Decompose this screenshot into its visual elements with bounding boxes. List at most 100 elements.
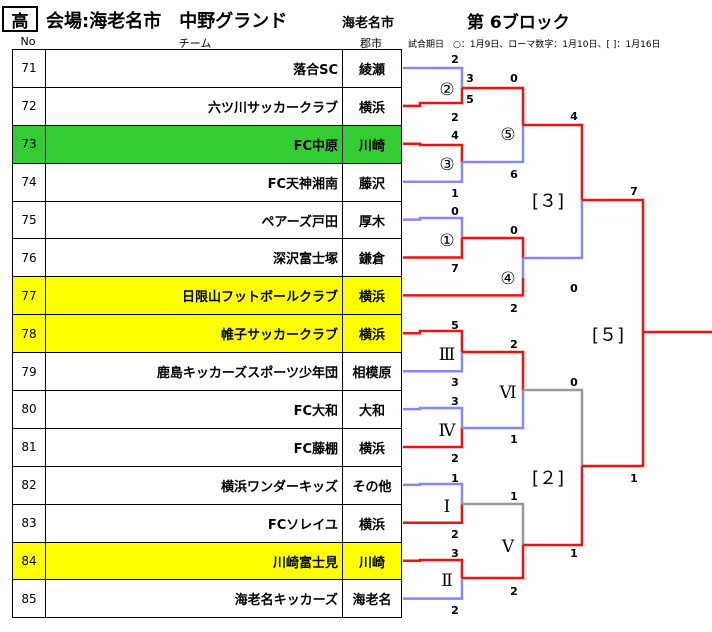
score: 3	[451, 376, 459, 389]
team-city: 横浜	[342, 276, 402, 316]
team-number: 84	[12, 541, 46, 581]
team-name: 川崎富士見	[45, 541, 343, 581]
match-label: ④	[500, 269, 515, 289]
bracket-line	[462, 390, 525, 430]
score: 6	[510, 168, 518, 181]
team-city: 大和	[342, 390, 402, 429]
bracket-line	[582, 198, 645, 332]
bracket-line	[523, 200, 584, 260]
score: 1	[570, 547, 578, 560]
match-label: ③	[439, 155, 454, 175]
bracket-line	[403, 238, 464, 259]
bracket-line	[403, 352, 464, 373]
bracket-line	[462, 545, 525, 580]
team-name: FC天神湘南	[45, 162, 343, 202]
bracket-line	[403, 216, 464, 238]
bracket-line	[403, 142, 464, 162]
team-city: 横浜	[342, 314, 402, 354]
match-label: [５]	[592, 325, 624, 346]
bracket-line	[462, 86, 525, 125]
match-label: Ⅲ	[439, 345, 455, 365]
team-name: 日限山フットボールクラブ	[45, 276, 343, 316]
block-title: 第 6ブロック	[467, 13, 570, 33]
bracket-line	[403, 66, 464, 88]
score: 2	[510, 585, 518, 598]
team-name: 横浜ワンダーキッズ	[45, 465, 343, 505]
score: 7	[630, 185, 638, 198]
bracket-line	[523, 123, 584, 200]
schedule-legend: 試合期日 ○：1月9日、ローマ数字：1月10日、[ ]：1月16日	[408, 40, 661, 50]
bracket-line	[403, 88, 464, 108]
team-city: 横浜	[342, 86, 402, 126]
score: 0	[510, 224, 518, 237]
match-label: Ⅱ	[441, 571, 453, 591]
venue-title: 会場:海老名市 中野グランド	[46, 11, 288, 32]
bracket-line	[462, 350, 525, 390]
host-city: 海老名市	[342, 16, 395, 31]
bracket-line	[462, 125, 525, 164]
bracket-line	[462, 236, 525, 258]
score: 3	[451, 395, 459, 408]
score: 3	[451, 547, 459, 560]
score: 1	[630, 472, 638, 485]
match-label: ⑤	[500, 125, 515, 145]
category-box: 高	[2, 6, 38, 32]
bracket-line	[403, 428, 464, 449]
team-number: 73	[12, 124, 46, 164]
score: 2	[451, 53, 459, 66]
team-city: 川崎	[342, 124, 402, 164]
match-label: ②	[439, 80, 454, 100]
team-number: 72	[12, 86, 46, 126]
col-city-header: 郡市	[360, 37, 382, 50]
team-number: 82	[12, 465, 46, 505]
score: 2	[510, 302, 518, 315]
team-name: ペアーズ戸田	[45, 200, 343, 240]
col-no-header: No	[20, 35, 36, 48]
match-label: ①	[439, 231, 454, 251]
match-label: [２]	[532, 468, 564, 489]
score: 0	[570, 282, 578, 295]
bracket-line	[462, 502, 525, 545]
score: 7	[451, 262, 459, 275]
score: 1	[510, 490, 518, 503]
bracket-line	[582, 332, 645, 468]
bracket-line	[403, 406, 464, 428]
team-city: 厚木	[342, 200, 402, 240]
score: 5	[466, 93, 474, 106]
team-name: 帷子サッカークラブ	[45, 314, 343, 354]
score: 2	[451, 452, 459, 465]
score: 2	[451, 111, 459, 124]
bracket-line	[403, 578, 464, 600]
bracket-line	[403, 329, 464, 352]
match-label: Ⅰ	[444, 497, 451, 517]
score: 5	[451, 319, 459, 332]
score: 4	[451, 129, 459, 142]
bracket-line	[403, 482, 464, 504]
score: 2	[510, 338, 518, 351]
team-name: 海老名キッカーズ	[45, 579, 343, 619]
bracket-line	[523, 388, 584, 466]
bracket-line	[403, 278, 525, 297]
team-city: 海老名	[342, 579, 402, 619]
score: 0	[570, 376, 578, 389]
team-city: 鎌倉	[342, 238, 402, 278]
team-city: 横浜	[342, 427, 402, 467]
team-number: 78	[12, 314, 46, 354]
team-name: FC中原	[45, 124, 343, 164]
team-number: 76	[12, 238, 46, 278]
match-label: Ⅳ	[439, 421, 457, 441]
score: 1	[451, 187, 459, 200]
team-number: 83	[12, 503, 46, 543]
